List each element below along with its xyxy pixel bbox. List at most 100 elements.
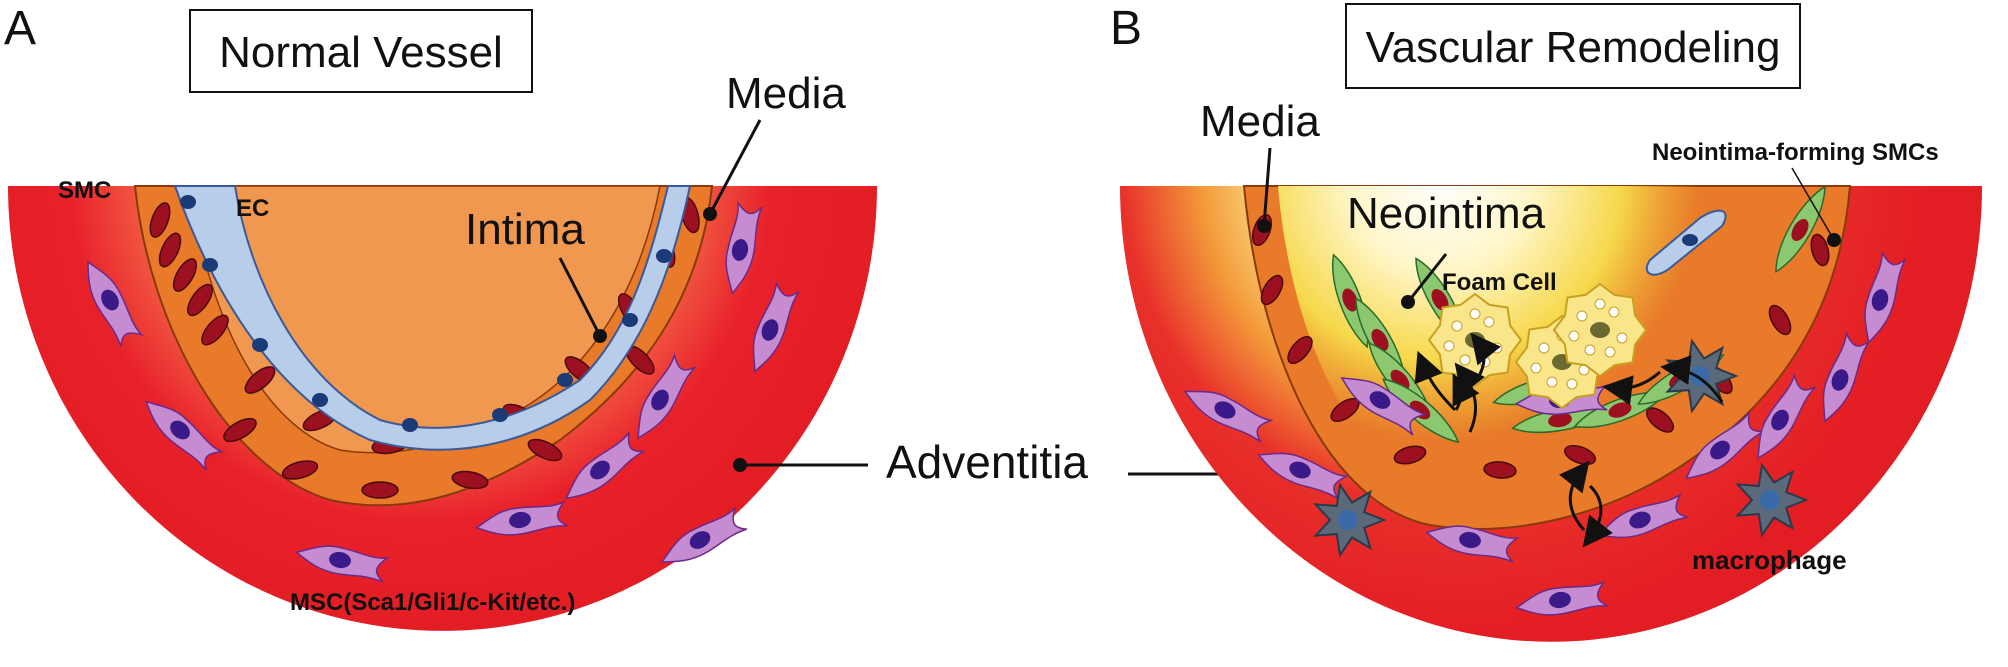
msc-nucleus [170, 420, 190, 440]
lipid-droplet [1608, 306, 1620, 318]
smc-nucleus [1287, 335, 1313, 365]
smc-nucleus [1483, 461, 1517, 479]
msc-nucleus [1831, 369, 1849, 391]
msc-cell [1597, 492, 1689, 539]
macrophage-label: macrophage [1692, 545, 1847, 575]
ec-nucleus-b [1682, 234, 1698, 246]
ec-nucleus [202, 258, 218, 272]
smc-nucleus [149, 202, 171, 238]
msc-cell [564, 430, 645, 500]
msc-cell [752, 280, 800, 373]
smc-nucleus [527, 438, 563, 462]
foam-cell-nucleus [1590, 322, 1610, 338]
panel-a-letter: A [4, 2, 36, 55]
neointima-smc-nucleus [1431, 289, 1449, 311]
msc-nucleus [1549, 591, 1571, 609]
intima-leader-dot-a [593, 329, 607, 343]
msc-nucleus [590, 460, 610, 480]
smc-nucleus [1260, 274, 1284, 306]
smc-nucleus [281, 460, 319, 480]
smc-nucleus [201, 314, 229, 346]
msc-cell [1864, 250, 1907, 345]
panel-a-title: Normal Vessel [219, 28, 503, 77]
msc-nucleus [1214, 401, 1236, 419]
ec-nuclei-a [180, 195, 672, 432]
smc-nucleus [187, 283, 213, 317]
msc-nucleus [101, 289, 119, 311]
smc-label: SMC [58, 177, 111, 204]
media-leader-dot-a [703, 207, 717, 221]
media-leader-a [708, 119, 762, 215]
lipid-droplet [1443, 340, 1455, 352]
msc-nucleus [731, 239, 749, 261]
msc-cell [1514, 580, 1609, 616]
foam-cell [1427, 292, 1523, 388]
macrophage-nucleus [1760, 490, 1780, 510]
media-label-a: Media [726, 69, 846, 118]
arrow-2 [1414, 350, 1457, 412]
neointima-smcs-leader [1791, 167, 1835, 241]
smc-nucleus [244, 366, 276, 394]
smc-nucleus [1645, 407, 1675, 433]
adventitia-label: Adventitia [886, 436, 1088, 488]
msc-cells-b [1183, 250, 1907, 616]
msc-cell [725, 200, 763, 295]
migration-arrows [1414, 332, 1724, 548]
ec-nucleus [557, 373, 573, 387]
neointima-smc-nucleus [1608, 402, 1632, 418]
arrow-3 [1559, 460, 1590, 532]
panel-b-title-box [1345, 3, 1801, 89]
lipid-droplet [1576, 310, 1588, 322]
media-label-b: Media [1200, 97, 1320, 146]
lipid-droplet [1616, 332, 1628, 344]
msc-nucleus [651, 389, 669, 411]
msc-cell [1340, 377, 1428, 436]
media-leader-b [1262, 147, 1272, 227]
arrow-8 [1470, 332, 1501, 379]
msc-cell [1183, 390, 1274, 443]
smc-nucleus [172, 258, 198, 292]
lipid-droplet [1604, 346, 1616, 358]
media-leader-dot-b [1257, 219, 1271, 233]
msc-cell [1425, 525, 1520, 563]
macrophage [1313, 482, 1387, 558]
msc-cell [87, 260, 145, 348]
msc-nucleus [1459, 531, 1481, 549]
lipid-droplet [1483, 316, 1495, 328]
panel-b-letter: B [1110, 2, 1142, 55]
neointima-smcs-leader-dot [1827, 233, 1841, 247]
macrophages [1313, 338, 1809, 558]
lipid-droplet [1568, 330, 1580, 342]
msc-nucleus [329, 551, 351, 569]
foam-cell-label: Foam Cell [1442, 269, 1557, 296]
ec-nucleus [402, 418, 418, 432]
msc-cell [660, 505, 748, 563]
neointima-smcs-label: Neointima-forming SMCs [1652, 139, 1939, 166]
macrophage [1735, 462, 1809, 538]
lipid-droplet [1566, 378, 1578, 390]
arrow-6 [1602, 370, 1661, 406]
arrow-4 [1582, 484, 1613, 548]
ec-label: EC [236, 195, 269, 222]
ec-nucleus [180, 195, 196, 209]
panel-a-title-box [189, 9, 533, 93]
msc-nucleus [1710, 440, 1730, 460]
msc-cell [1257, 452, 1350, 500]
smc-nucleus [1768, 304, 1792, 336]
msc-nucleus [761, 319, 779, 341]
msc-cell [1757, 372, 1816, 460]
foam-cell-leader-dot [1401, 295, 1415, 309]
ec-nucleus [492, 408, 508, 422]
msc-cells-a [87, 200, 800, 583]
lipid-droplet [1459, 354, 1471, 366]
foam-cell [1552, 282, 1648, 378]
arrow-5 [1452, 373, 1480, 411]
adventitia-leader-dot-a [733, 458, 747, 472]
msc-nucleus [1289, 461, 1311, 479]
foam-cell-leader [1406, 253, 1448, 303]
msc-nucleus [1629, 511, 1651, 529]
msc-cell [1684, 410, 1765, 480]
smc-nucleus [1810, 233, 1830, 267]
lipid-droplet [1530, 362, 1542, 374]
